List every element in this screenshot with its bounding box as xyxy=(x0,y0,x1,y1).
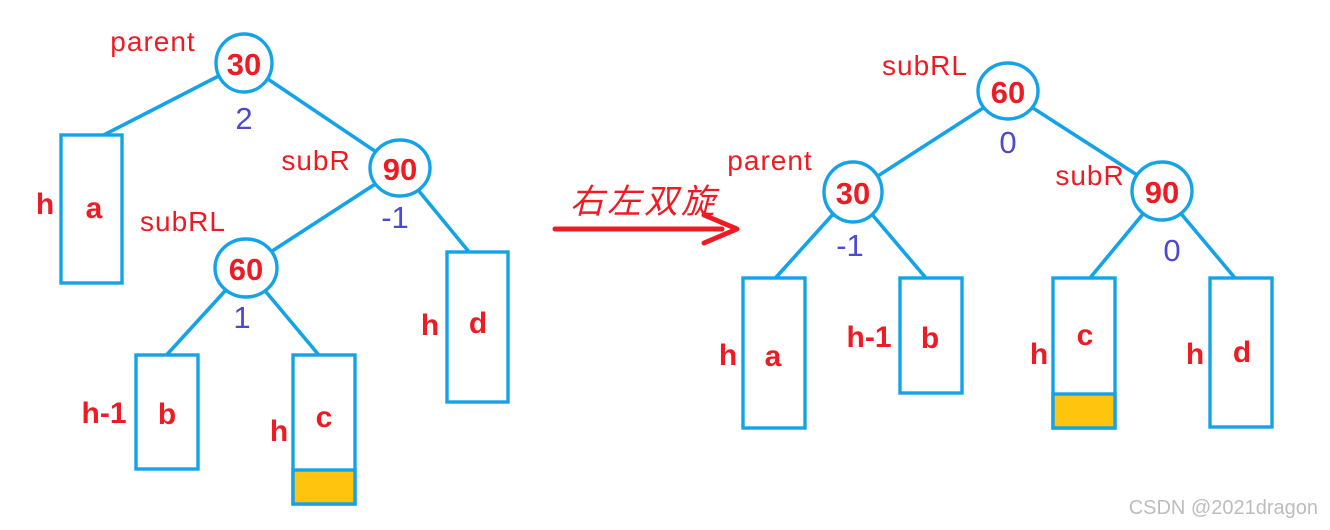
right-node-circle-subrl xyxy=(976,61,1040,121)
left-letter-c: c xyxy=(316,401,333,434)
left-subrl-balance: 1 xyxy=(233,300,250,335)
right-subr-balance: 0 xyxy=(1163,233,1180,268)
left-new-node-highlight xyxy=(291,468,357,506)
left-parent-value: 30 xyxy=(227,47,261,82)
right-tree: subRL 60 0 parent 30 -1 subR 90 0 h a h-… xyxy=(719,50,1274,430)
right-height-label-b: h-1 xyxy=(847,321,892,354)
left-subrl-label: subRL xyxy=(140,206,226,237)
left-height-label-c: h xyxy=(270,415,288,448)
left-parent-label: parent xyxy=(110,26,195,57)
left-subrl-value: 60 xyxy=(229,252,263,287)
left-subr-balance: -1 xyxy=(381,200,409,235)
right-subrl-value: 60 xyxy=(991,75,1025,110)
right-letter-b: b xyxy=(921,322,939,355)
right-letter-a: a xyxy=(765,340,782,373)
right-height-label-d: h xyxy=(1186,338,1204,371)
watermark-text: CSDN @2021dragon xyxy=(1129,497,1318,519)
left-height-label-d: h xyxy=(421,309,439,342)
left-height-label-a: h xyxy=(36,188,54,221)
rotation-arrow-head xyxy=(701,212,740,246)
right-subrl-balance: 0 xyxy=(999,125,1016,160)
left-subtree-rect-a xyxy=(59,133,124,285)
right-node-circle-parent xyxy=(822,160,884,224)
left-node-circle-subr xyxy=(368,138,432,198)
left-letter-d: d xyxy=(469,307,487,340)
left-parent-balance: 2 xyxy=(235,101,252,136)
rotation-arrow: 右左双旋 xyxy=(552,184,740,246)
left-subr-value: 90 xyxy=(383,152,417,187)
right-parent-value: 30 xyxy=(836,176,870,211)
right-subr-label: subR xyxy=(1055,160,1124,191)
left-letter-a: a xyxy=(86,192,103,225)
right-height-label-a: h xyxy=(719,339,737,372)
right-subtree-rect-a xyxy=(741,276,807,430)
right-subtree-rect-d xyxy=(1208,276,1274,429)
left-subr-label: subR xyxy=(281,145,350,176)
left-edge-parent-to-subr xyxy=(242,61,402,170)
rotation-arrow-label: 右左双旋 xyxy=(570,184,720,221)
left-node-circle-parent xyxy=(214,32,274,94)
left-subtree-rect-b xyxy=(134,353,200,471)
right-letter-c: c xyxy=(1077,319,1094,352)
right-letter-d: d xyxy=(1233,336,1251,369)
right-node-circle-subr xyxy=(1130,160,1194,222)
left-tree: parent 30 2 subR 90 -1 subRL 60 1 h a h-… xyxy=(36,26,510,506)
right-subtree-rect-b xyxy=(898,276,964,395)
right-parent-label: parent xyxy=(727,145,812,176)
left-node-circle-subrl xyxy=(213,237,279,299)
left-height-label-b: h-1 xyxy=(82,397,127,430)
right-subr-value: 90 xyxy=(1145,175,1179,210)
left-subtree-rect-d xyxy=(445,250,510,404)
left-letter-b: b xyxy=(158,398,176,431)
right-height-label-c: h xyxy=(1030,338,1048,371)
right-new-node-highlight xyxy=(1051,392,1117,430)
right-subrl-label: subRL xyxy=(882,50,968,81)
right-parent-balance: -1 xyxy=(836,228,864,263)
